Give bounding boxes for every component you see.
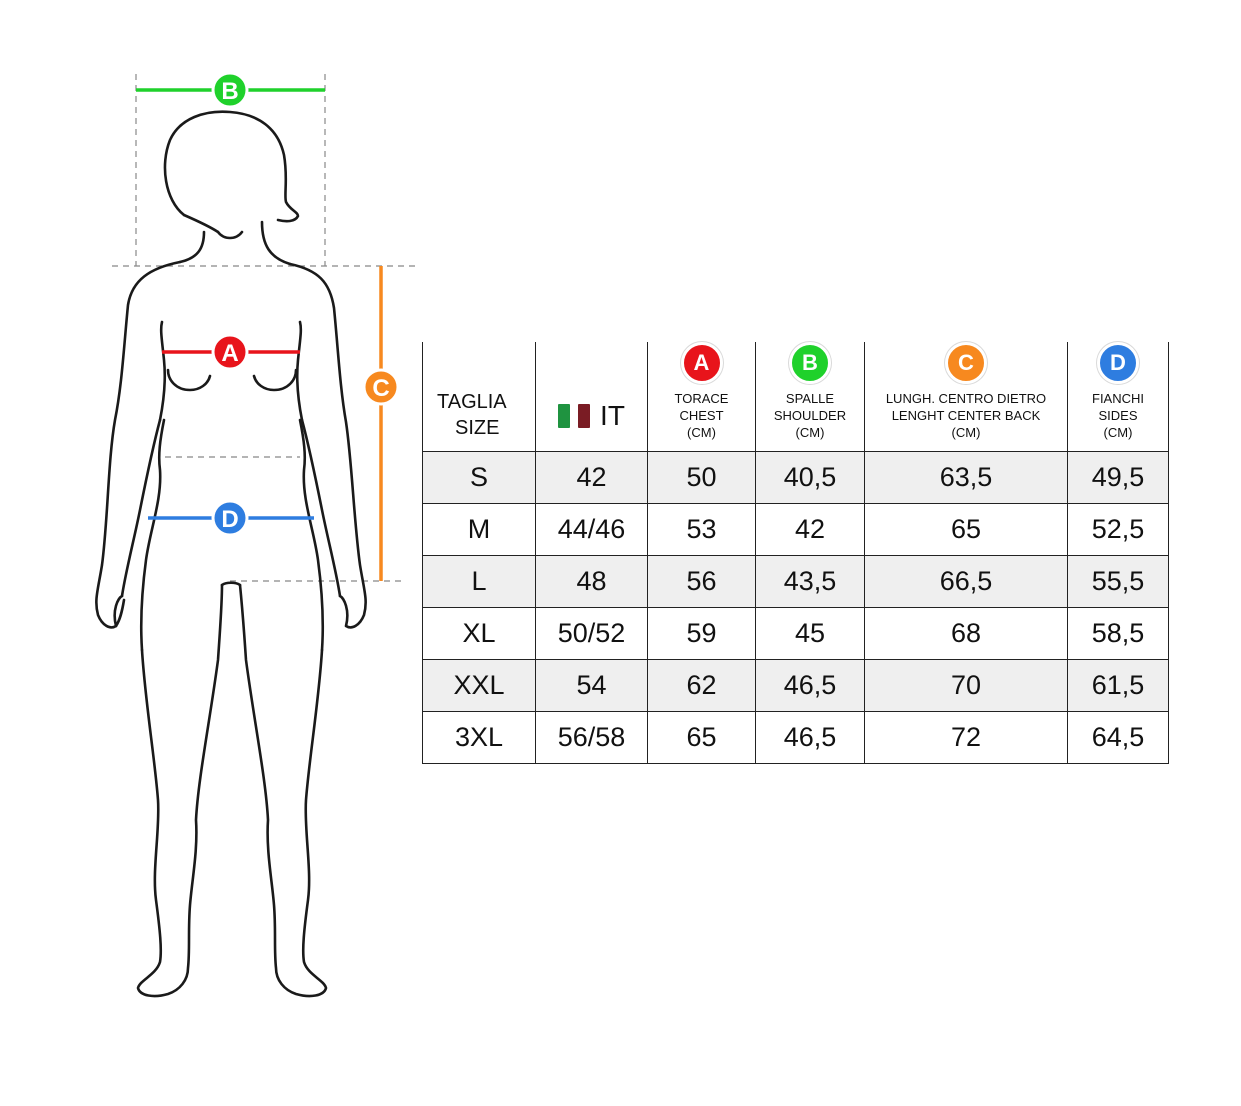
header-country: IT: [535, 342, 648, 452]
cell-shoulder: 46,5: [755, 711, 865, 764]
header-chest: A TORACE CHEST (CM): [647, 342, 756, 452]
marker-c-letter: C: [372, 375, 389, 402]
marker-d-letter: D: [221, 506, 238, 533]
cell-sides: 58,5: [1067, 607, 1169, 660]
header-shoulder-line-1: SPALLE: [785, 391, 835, 406]
cell-size: 3XL: [422, 711, 536, 764]
cell-chest: 56: [647, 555, 756, 608]
cell-it-size: 54: [535, 659, 648, 712]
badge-a-icon: A: [680, 342, 723, 384]
marker-b: B: [211, 71, 249, 109]
cell-shoulder: 43,5: [755, 555, 865, 608]
header-size-line-1: TAGLIA: [437, 391, 507, 413]
cell-sides: 55,5: [1067, 555, 1169, 608]
cell-size: L: [422, 555, 536, 608]
marker-b-circle: [211, 71, 249, 109]
marker-b-letter: B: [221, 78, 238, 105]
cell-chest: 53: [647, 503, 756, 556]
marker-a: A: [211, 333, 249, 371]
marker-a-circle: [211, 333, 249, 371]
header-sides-line-3: (CM): [1103, 425, 1133, 440]
header-length-line-2: LENGHT CENTER BACK: [891, 408, 1041, 423]
cell-length: 66,5: [864, 555, 1068, 608]
cell-chest: 65: [647, 711, 756, 764]
cell-size: M: [422, 503, 536, 556]
cell-it-size: 44/46: [535, 503, 648, 556]
header-country-label: IT: [600, 400, 625, 431]
table-header-row: TAGLIA SIZE IT A TORACE CHEST (CM) B SP: [422, 342, 1169, 452]
cell-shoulder: 45: [755, 607, 865, 660]
cell-sides: 49,5: [1067, 451, 1169, 504]
header-sides-line-1: FIANCHI: [1092, 391, 1144, 406]
marker-c-circle: [362, 368, 400, 406]
cell-it-size: 56/58: [535, 711, 648, 764]
marker-d: D: [211, 499, 249, 537]
header-size-line-2: SIZE: [455, 417, 500, 439]
header-chest-line-2: CHEST: [679, 408, 724, 423]
header-length-line-1: LUNGH. CENTRO DIETRO: [885, 391, 1047, 406]
header-length: C LUNGH. CENTRO DIETRO LENGHT CENTER BAC…: [864, 342, 1068, 452]
header-chest-line-3: (CM): [687, 425, 716, 440]
header-shoulder-line-2: SHOULDER: [773, 408, 847, 423]
cell-length: 70: [864, 659, 1068, 712]
badge-c-icon: C: [945, 342, 987, 384]
cell-size: XL: [422, 607, 536, 660]
cell-chest: 62: [647, 659, 756, 712]
body-figure-diagram: B A D C: [95, 71, 415, 998]
marker-d-circle: [211, 499, 249, 537]
dashed-guides: [112, 74, 415, 582]
cell-length: 68: [864, 607, 1068, 660]
cell-shoulder: 46,5: [755, 659, 865, 712]
body-outline: [95, 110, 367, 998]
cell-shoulder: 42: [755, 503, 865, 556]
header-length-line-3: (CM): [951, 425, 981, 440]
size-table: TAGLIA SIZE IT A TORACE CHEST (CM) B SP: [422, 342, 1169, 764]
header-chest-line-1: TORACE: [674, 391, 729, 406]
badge-d-icon: D: [1097, 342, 1139, 384]
cell-sides: 64,5: [1067, 711, 1169, 764]
cell-length: 63,5: [864, 451, 1068, 504]
cell-it-size: 50/52: [535, 607, 648, 660]
marker-c: C: [362, 368, 400, 406]
cell-sides: 52,5: [1067, 503, 1169, 556]
cell-it-size: 48: [535, 555, 648, 608]
header-sides-line-2: SIDES: [1098, 408, 1138, 423]
cell-size: XXL: [422, 659, 536, 712]
cell-sides: 61,5: [1067, 659, 1169, 712]
header-sides: D FIANCHI SIDES (CM): [1067, 342, 1169, 452]
marker-a-letter: A: [221, 340, 238, 367]
cell-chest: 50: [647, 451, 756, 504]
header-shoulder: B SPALLE SHOULDER (CM): [755, 342, 865, 452]
badge-b-icon: B: [789, 342, 831, 384]
italy-flag-icon: [558, 404, 591, 428]
header-shoulder-line-3: (CM): [795, 425, 825, 440]
cell-size: S: [422, 451, 536, 504]
cell-shoulder: 40,5: [755, 451, 865, 504]
cell-length: 65: [864, 503, 1068, 556]
header-size: TAGLIA SIZE: [422, 342, 536, 452]
cell-length: 72: [864, 711, 1068, 764]
cell-it-size: 42: [535, 451, 648, 504]
cell-chest: 59: [647, 607, 756, 660]
